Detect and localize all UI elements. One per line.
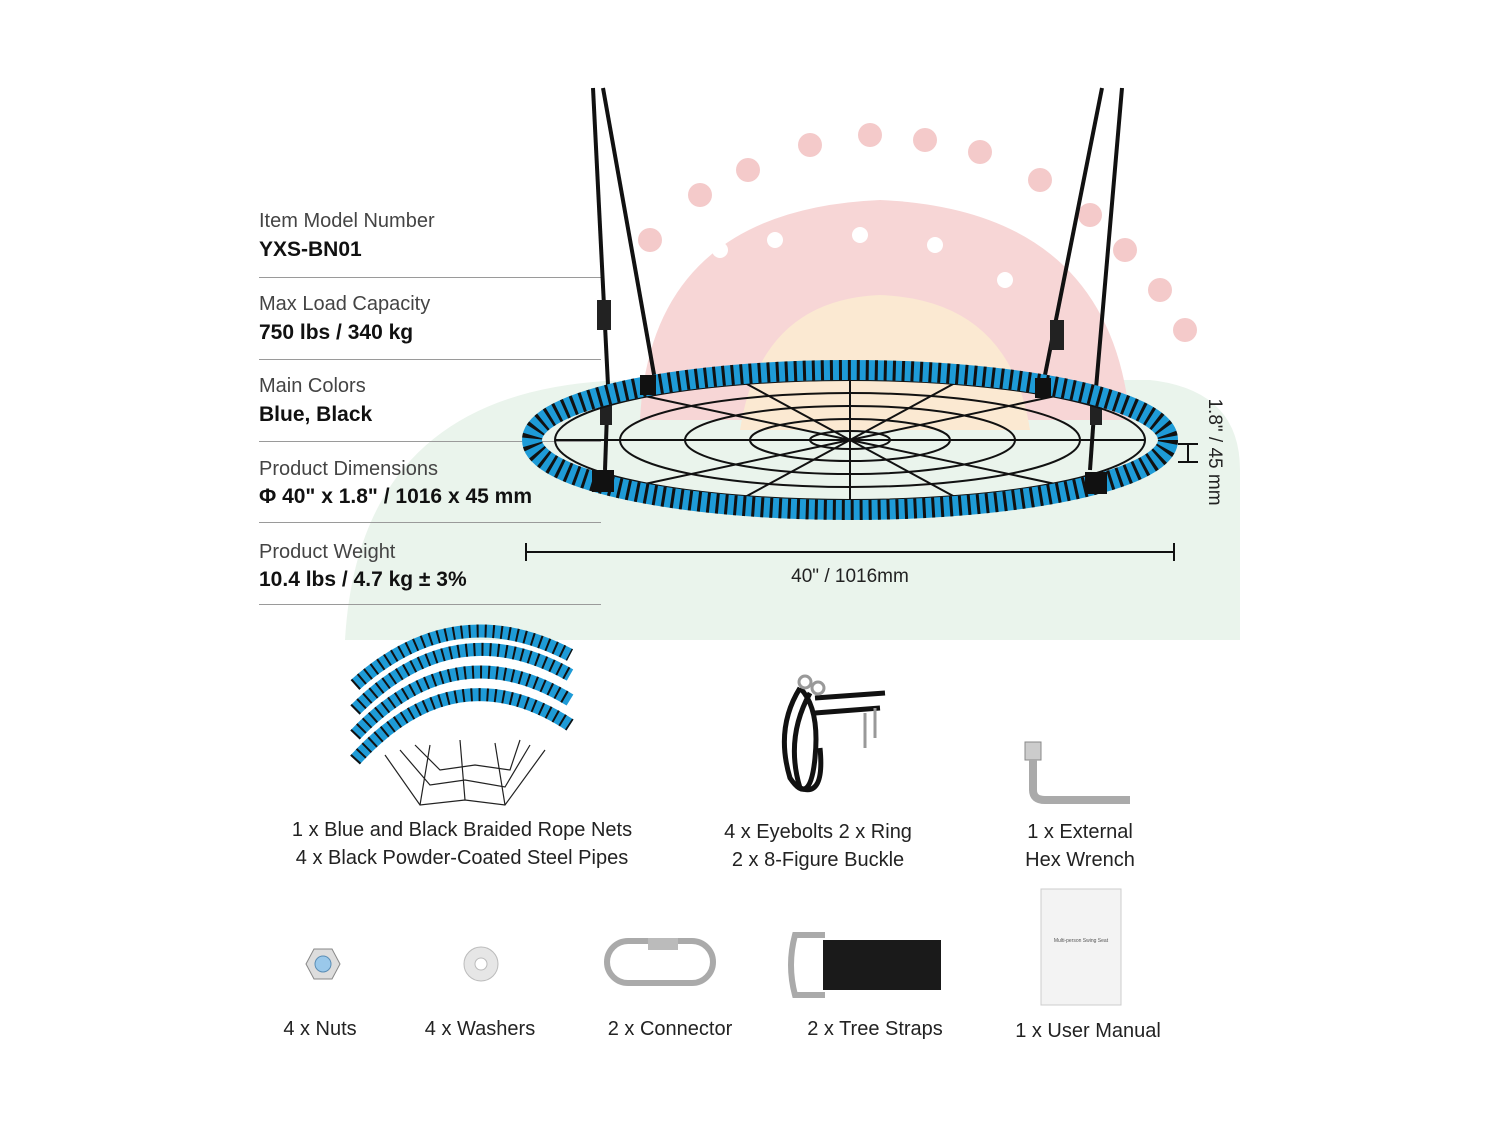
thickness-dimension-label: 1.8" / 45 mm bbox=[1204, 398, 1225, 506]
tree-strap-icon bbox=[788, 932, 941, 998]
caption-wrench: 1 x External Hex Wrench bbox=[1000, 818, 1160, 874]
spec-label-dimensions: Product Dimensions bbox=[259, 458, 438, 480]
user-manual-icon bbox=[1040, 888, 1122, 1006]
caption-tree-straps: 2 x Tree Straps bbox=[807, 1018, 943, 1040]
caption-line: Hex Wrench bbox=[1025, 849, 1135, 871]
divider bbox=[259, 359, 601, 360]
caption-line: 1 x External bbox=[1027, 821, 1133, 843]
caption-eyebolts: 4 x Eyebolts 2 x Ring 2 x 8-Figure Buckl… bbox=[698, 818, 938, 874]
spec-label-load: Max Load Capacity bbox=[259, 293, 431, 315]
divider bbox=[259, 277, 601, 278]
spec-label-weight: Product Weight bbox=[259, 541, 396, 563]
spec-label-colors: Main Colors bbox=[259, 375, 366, 397]
caption-nets-pipes: 1 x Blue and Black Braided Rope Nets 4 x… bbox=[262, 816, 662, 872]
caption-line: 1 x Blue and Black Braided Rope Nets bbox=[291, 819, 633, 841]
caption-user-manual: 1 x User Manual bbox=[1015, 1020, 1161, 1042]
washer-icon bbox=[463, 946, 499, 982]
spec-value-colors: Blue, Black bbox=[259, 403, 373, 426]
nut-icon bbox=[305, 948, 341, 980]
spec-value-weight: 10.4 lbs / 4.7 kg ± 3% bbox=[259, 568, 467, 591]
rope-net-pipes-image bbox=[350, 624, 574, 806]
spec-value-model: YXS-BN01 bbox=[259, 238, 362, 261]
hex-wrench-image bbox=[1024, 741, 1130, 804]
manual-cover-text: Multi-person Swing Seat bbox=[1053, 938, 1109, 944]
caption-connector: 2 x Connector bbox=[607, 1018, 733, 1040]
width-dimension-label: 40" / 1016mm bbox=[791, 566, 909, 587]
spec-value-load: 750 lbs / 340 kg bbox=[259, 321, 414, 344]
divider bbox=[259, 441, 601, 442]
caption-line: 4 x Eyebolts 2 x Ring bbox=[724, 821, 912, 843]
eyebolts-rope-image bbox=[781, 674, 886, 792]
caption-nuts: 4 x Nuts bbox=[283, 1018, 357, 1040]
caption-line: 2 x 8-Figure Buckle bbox=[731, 849, 905, 871]
divider bbox=[259, 522, 601, 523]
caption-line: 4 x Black Powder-Coated Steel Pipes bbox=[295, 847, 629, 869]
divider bbox=[259, 604, 601, 605]
spec-value-dimensions: Φ 40" x 1.8" / 1016 x 45 mm bbox=[259, 485, 532, 508]
carabiner-icon bbox=[604, 938, 716, 986]
spec-label-model: Item Model Number bbox=[259, 210, 435, 232]
caption-washers: 4 x Washers bbox=[424, 1018, 536, 1040]
